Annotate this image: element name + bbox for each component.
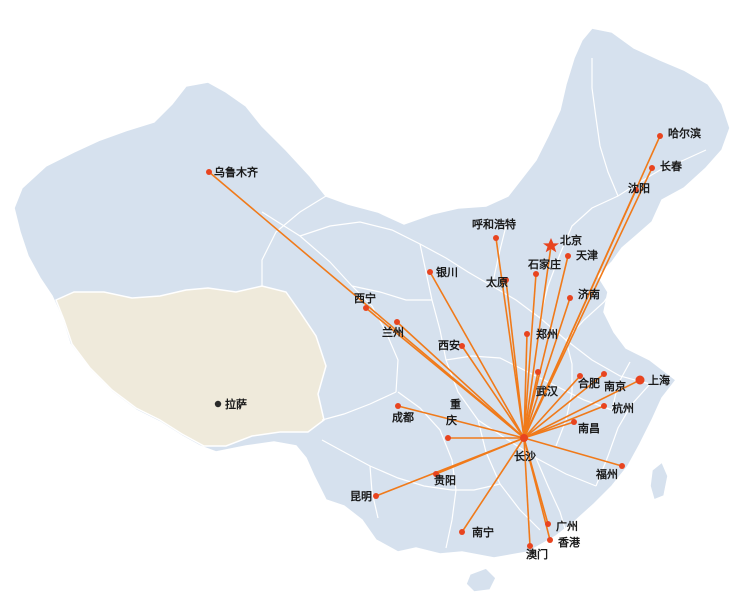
city-label-beijing: 北京	[560, 233, 582, 247]
route-line-fuzhou	[523, 437, 623, 467]
city-dot-wuhan	[535, 369, 541, 375]
city-label-chongqing-2: 庆	[445, 413, 457, 427]
city-label-lanzhou: 兰州	[382, 325, 404, 339]
city-dot-changsha	[520, 434, 528, 442]
city-dot-harbin	[657, 133, 663, 139]
city-label-zhengzhou: 郑州	[536, 327, 558, 341]
city-dot-tianjin	[565, 253, 571, 259]
city-label-wuhan: 武汉	[536, 384, 559, 398]
route-line-hangzhou	[523, 405, 605, 439]
city-label-tianjin: 天津	[576, 248, 598, 262]
city-dot-macau	[527, 543, 533, 549]
city-dot-xian	[459, 343, 465, 349]
route-line-wuhan	[523, 371, 539, 439]
city-label-shijiazhuang: 石家庄	[527, 257, 561, 271]
city-label-taiyuan: 太原	[485, 275, 508, 289]
route-line-urumqi	[208, 171, 525, 439]
city-dot-jinan	[567, 295, 573, 301]
city-dot-nanchang	[571, 419, 577, 425]
city-label-nanning: 南宁	[472, 525, 494, 539]
city-dot-nanjing	[601, 371, 607, 377]
city-dot-shanghai	[635, 375, 645, 385]
city-dot-hohhot	[493, 235, 499, 241]
city-label-yinchuan: 银川	[436, 265, 458, 279]
route-line-kunming	[375, 437, 525, 497]
city-label-guiyang: 贵阳	[434, 473, 456, 487]
city-dot-lanzhou	[394, 319, 400, 325]
city-label-macau: 澳门	[526, 547, 548, 561]
city-label-lhasa: 拉萨	[225, 397, 247, 411]
route-line-hohhot	[495, 237, 525, 439]
city-dot-yinchuan	[427, 269, 433, 275]
route-line-shanghai	[523, 379, 641, 439]
route-line-jinan	[523, 297, 571, 439]
route-line-lanzhou	[396, 321, 525, 439]
city-dot-hefei	[577, 373, 583, 379]
route-line-shenyang	[523, 189, 637, 439]
city-dot-guangzhou	[545, 521, 551, 527]
city-label-chengdu: 成都	[392, 410, 414, 424]
city-dot-hongkong	[547, 537, 553, 543]
route-line-beijing	[523, 245, 552, 439]
city-dot-nanning	[459, 529, 465, 535]
route-line-taiyuan	[505, 279, 525, 439]
city-label-xining: 西宁	[354, 291, 376, 305]
city-dot-taiyuan	[503, 277, 509, 283]
city-label-hefei: 合肥	[578, 376, 600, 390]
city-label-hohhot: 呼和浩特	[472, 217, 516, 231]
city-label-xian: 西安	[438, 338, 460, 352]
city-dots	[206, 133, 663, 549]
route-line-nanning	[461, 437, 525, 533]
city-dot-hangzhou	[601, 403, 607, 409]
route-line-shijiazhuang	[523, 273, 537, 439]
route-line-zhengzhou	[523, 333, 528, 439]
taiwan-island	[649, 460, 669, 502]
city-dot-urumqi	[206, 169, 212, 175]
route-line-xining	[365, 307, 525, 439]
city-label-hongkong: 香港	[557, 535, 581, 549]
city-dot-chongqing	[445, 435, 451, 441]
route-line-hefei	[523, 375, 581, 439]
city-label-chongqing-1: 重	[450, 397, 461, 411]
city-label-jinan: 济南	[578, 287, 600, 301]
route-line-nanchang	[523, 421, 575, 439]
lhasa-marker	[214, 400, 222, 408]
route-line-yinchuan	[429, 271, 525, 439]
city-label-changchun: 长春	[660, 159, 683, 173]
city-label-fuzhou: 福州	[595, 467, 618, 481]
city-dot-chengdu	[395, 403, 401, 409]
flight-routes	[208, 135, 661, 547]
city-label-shenyang: 沈阳	[628, 181, 650, 195]
city-dot-kunming	[373, 493, 379, 499]
city-dot-fuzhou	[619, 463, 625, 469]
tibet-region	[55, 285, 327, 447]
city-label-nanjing: 南京	[604, 379, 626, 393]
city-label-changsha: 长沙	[514, 449, 536, 463]
province-borders	[261, 58, 707, 549]
capital-star-icon	[543, 238, 559, 253]
city-label-kunming: 昆明	[350, 490, 372, 503]
city-label-guangzhou: 广州	[556, 519, 578, 533]
route-line-changchun	[523, 167, 653, 439]
city-dot-zhengzhou	[524, 331, 530, 337]
city-labels: 哈尔滨 长春 沈阳 乌鲁木齐 呼和浩特 北京 天津 石家庄 银川 太原 济南 西…	[214, 126, 701, 561]
route-line-tianjin	[523, 255, 569, 439]
city-label-hangzhou: 杭州	[612, 401, 634, 415]
city-label-urumqi: 乌鲁木齐	[214, 165, 259, 179]
city-label-shanghai: 上海	[648, 373, 670, 387]
route-line-nanjing	[523, 373, 605, 439]
city-dot-shenyang	[633, 187, 639, 193]
city-dot-changchun	[649, 165, 655, 171]
route-line-xian	[461, 345, 525, 439]
city-dot-guiyang	[433, 471, 439, 477]
city-dot-shijiazhuang	[533, 271, 539, 277]
hainan-island	[465, 567, 497, 593]
city-label-nanchang: 南昌	[578, 421, 600, 435]
route-line-macau	[523, 437, 531, 547]
route-line-chengdu	[397, 405, 525, 439]
city-dot-xining	[363, 305, 369, 311]
city-label-harbin: 哈尔滨	[668, 126, 701, 140]
